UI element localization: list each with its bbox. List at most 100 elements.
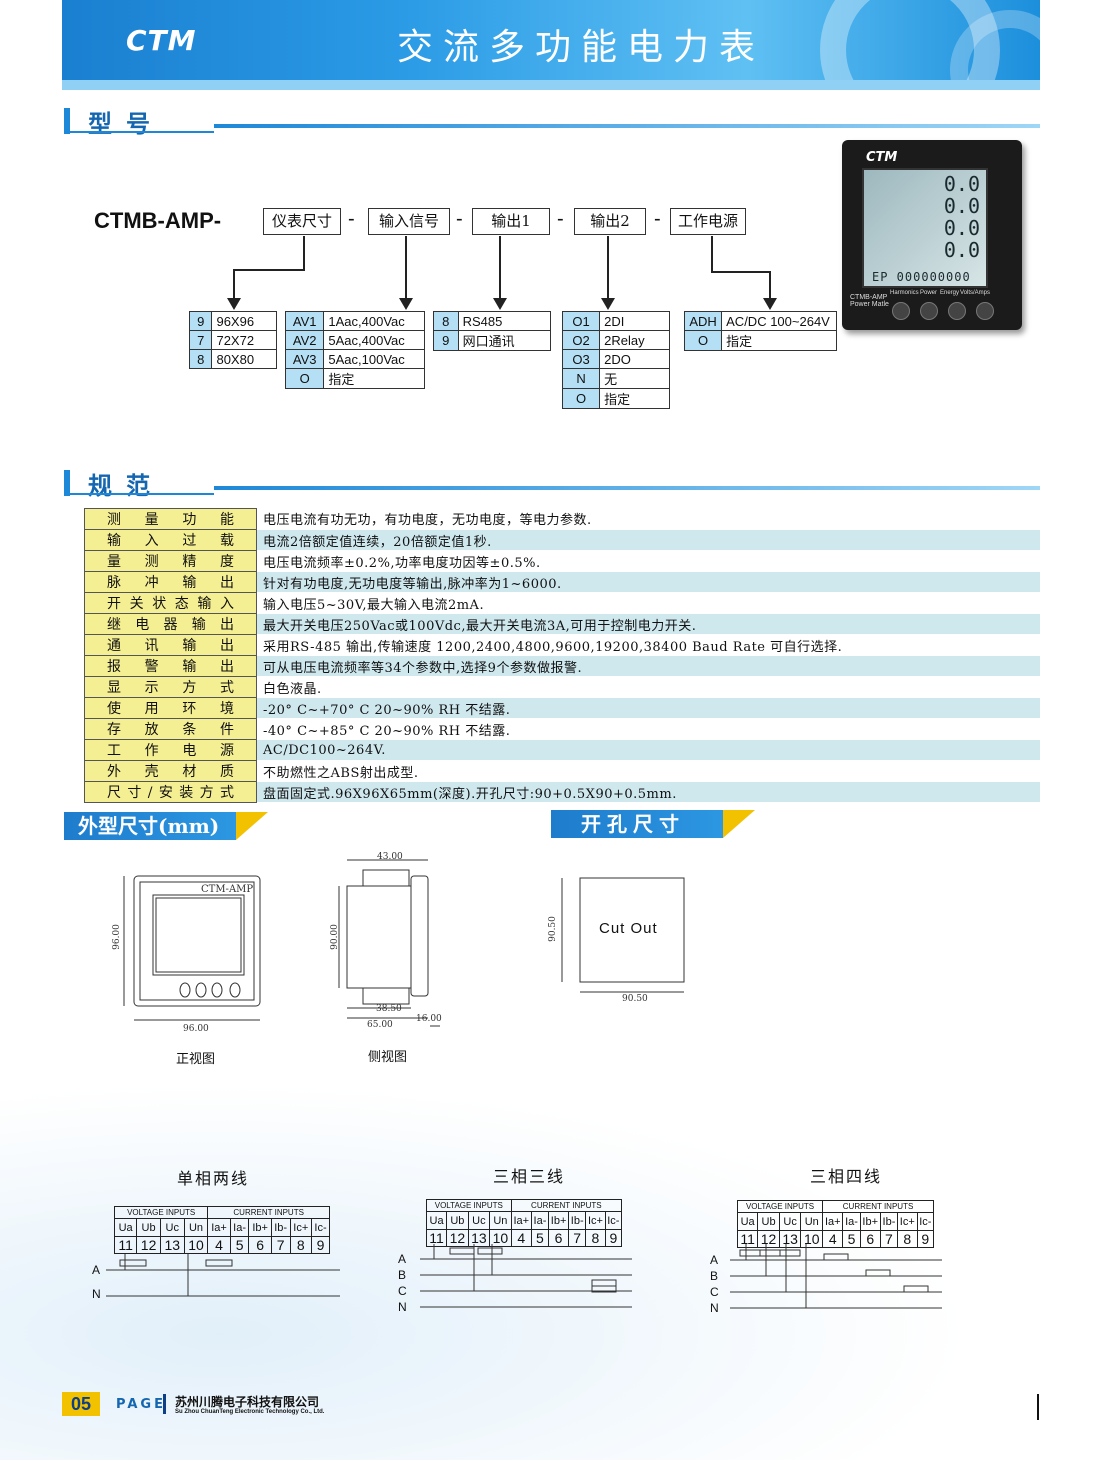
current-header: CURRENT INPUTS <box>822 1200 934 1213</box>
page-label: PAGE <box>116 1397 166 1412</box>
option-code: AV3 <box>284 349 325 369</box>
spec-value: AC/DC100~264V. <box>256 739 1040 761</box>
terminal-number: 12 <box>757 1230 780 1248</box>
terminal-label: Ic- <box>604 1211 623 1230</box>
phase-label: B <box>710 1269 719 1283</box>
dash: - <box>557 208 564 230</box>
phase-label: N <box>92 1287 101 1301</box>
spec-row: 存放条件-40° C~+85° C 20~90% RH 不结露. <box>84 718 1040 740</box>
lcd-reading: 0.0 <box>943 216 980 240</box>
top-banner: CTM 交流多功能电力表 <box>62 0 1040 80</box>
terminal-label: Ib+ <box>248 1218 272 1237</box>
page-title: 交流多功能电力表 <box>397 27 766 68</box>
device-button-label: Power <box>920 290 938 296</box>
option-value: 网口通讯 <box>457 330 552 351</box>
option-code: ADH <box>683 311 723 331</box>
spec-row: 开关状态输入输入电压5~30V,最大输入电流2mA. <box>84 592 1040 614</box>
spec-value: 针对有功电度,无功电度等输出,脉冲率为1~6000. <box>256 571 1040 593</box>
terminal-label: Ia+ <box>510 1211 532 1230</box>
lcd-reading: 0.0 <box>943 172 980 196</box>
terminal-number: 5 <box>229 1236 250 1254</box>
terminal-number: 11 <box>113 1236 138 1254</box>
spec-key: 显示方式 <box>84 676 257 698</box>
option-code: N <box>561 368 601 389</box>
spec-value: 电压电流有功无功，有功电度，无功电度，等电力参数. <box>256 508 1040 530</box>
option-code: 8 <box>188 349 213 369</box>
spec-table: 测量功能电压电流有功无功，有功电度，无功电度，等电力参数. 输入过载电流2倍额定… <box>84 508 1040 803</box>
field-out2: 输出2 <box>574 208 646 235</box>
terminal-label: Ia- <box>229 1218 250 1237</box>
voltage-header: VOLTAGE INPUTS <box>113 1206 209 1219</box>
spec-row: 使用环境-20° C~+70° C 20~90% RH 不结露. <box>84 697 1040 719</box>
spec-value: 输入电压5~30V,最大输入电流2mA. <box>256 592 1040 614</box>
terminal-label: Un <box>183 1218 209 1237</box>
phase-label: A <box>92 1263 101 1277</box>
terminal-label: Ua <box>113 1218 138 1237</box>
phase-label: A <box>710 1253 719 1267</box>
option-value: 5Aac,100Vac <box>323 349 425 369</box>
terminal-label: Ib- <box>270 1218 291 1237</box>
spec-key: 尺寸/安装方式 <box>84 781 257 803</box>
phase-label: C <box>710 1285 719 1299</box>
dim-side-c: 65.00 <box>367 1020 393 1030</box>
dim-cut-height: 90.50 <box>547 916 558 942</box>
section-underline <box>70 131 214 133</box>
terminal-number: 6 <box>859 1230 881 1248</box>
terminal-label: Ib- <box>879 1212 898 1231</box>
terminal-number: 9 <box>604 1229 623 1247</box>
spec-key: 继电器输出 <box>84 613 257 635</box>
terminal-number: 9 <box>916 1230 935 1248</box>
company-name-cn: 苏州川腾电子科技有限公司 <box>175 1395 320 1409</box>
model-prefix: CTMB-AMP- <box>94 208 222 233</box>
terminal-label: Ub <box>757 1212 780 1231</box>
terminal-number: 4 <box>510 1229 532 1247</box>
device-subtitle: Power Matle <box>850 301 889 308</box>
phase-label: C <box>398 1284 407 1298</box>
spec-value: 不助燃性之ABS射出成型. <box>256 760 1040 782</box>
spec-value: 盘面固定式.96X96X65mm(深度).开孔尺寸:90+0.5X90+0.5m… <box>256 781 1040 803</box>
footer-divider <box>163 1394 166 1414</box>
terminal-number: 6 <box>547 1229 570 1247</box>
field-size: 仪表尺寸 <box>263 208 341 235</box>
wiring-lines-1 <box>106 1254 340 1297</box>
section-rule <box>214 486 1040 490</box>
spec-key: 外壳材质 <box>84 760 257 782</box>
cutout-label: Cut Out <box>599 920 658 937</box>
spec-key: 报警输出 <box>84 655 257 677</box>
section-spec: 规范 <box>64 466 1042 500</box>
side-caption: 侧视图 <box>368 1050 408 1065</box>
section-model: 型号 <box>64 104 1042 138</box>
wiring-title-3: 三相四线 <box>810 1167 883 1186</box>
device-lcd: 0.0 0.0 0.0 0.0 EP 000000000 <box>862 168 988 288</box>
terminal-label: Ic- <box>916 1212 935 1231</box>
spec-key: 输入过载 <box>84 529 257 551</box>
option-value: RS485 <box>457 311 552 331</box>
page-number: 05 <box>62 1392 100 1416</box>
spec-row: 量测精度电压电流频率±0.2%,功率电度功因等±0.5%. <box>84 550 1040 572</box>
option-code: 9 <box>433 330 459 351</box>
spec-key: 工作电源 <box>84 739 257 761</box>
option-code: 8 <box>433 311 459 331</box>
spec-value: 白色液晶. <box>256 676 1040 698</box>
spec-key: 量测精度 <box>84 550 257 572</box>
spec-key: 脉冲输出 <box>84 571 257 593</box>
dimension-drawings <box>123 859 685 1027</box>
device-photo: CTM 0.0 0.0 0.0 0.0 EP 000000000 Harmoni… <box>842 140 1022 330</box>
dim-side-top: 43.00 <box>377 852 403 862</box>
spec-value: 采用RS-485 输出,传输速度 1200,2400,4800,9600,192… <box>256 634 1040 656</box>
spec-value: 电流2倍额定值连续，20倍额定值1秒. <box>256 529 1040 551</box>
option-code: AV1 <box>284 311 325 331</box>
phase-label: A <box>398 1252 407 1266</box>
terminal-number: 13 <box>467 1229 491 1247</box>
terminal-label: Un <box>489 1211 512 1230</box>
wiring-title-1: 单相两线 <box>177 1169 250 1188</box>
terminal-label: Ic- <box>311 1218 330 1237</box>
field-input: 输入信号 <box>368 208 450 235</box>
terminal-label: Ib- <box>568 1211 587 1230</box>
option-value: 指定 <box>323 368 425 389</box>
spec-key: 开关状态输入 <box>84 592 257 614</box>
